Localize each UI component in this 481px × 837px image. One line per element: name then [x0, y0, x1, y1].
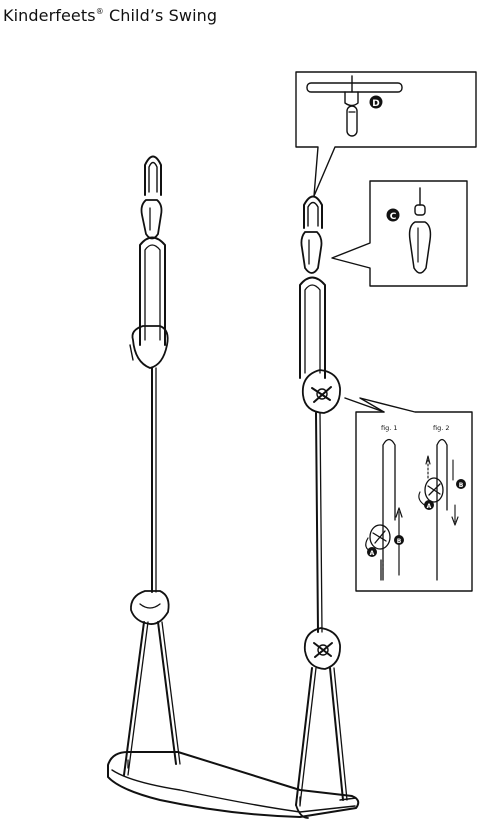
- right-bottom-adjuster: [303, 627, 341, 670]
- fig2-badge-a: [424, 500, 434, 510]
- left-rope-assembly: [123, 155, 181, 776]
- fig1-label-b: B: [397, 538, 402, 545]
- right-rope-assembly: [295, 195, 348, 806]
- fig2-drawing: A B: [418, 438, 466, 581]
- fig1-badge-a: [367, 547, 377, 557]
- page-title: Kinderfeets® Child’s Swing: [3, 6, 217, 25]
- branch-bar: [306, 82, 403, 93]
- left-bottom-adjuster: [130, 590, 170, 625]
- fig2-label-a: A: [427, 503, 432, 510]
- brand-name: Kinderfeets: [3, 6, 96, 25]
- fig2-label-b: B: [459, 482, 464, 489]
- fig1-drawing: A B: [365, 438, 404, 581]
- fig1-label: fig. 1: [381, 424, 398, 432]
- swing-seat: [107, 751, 360, 819]
- fig2-label: fig. 2: [433, 424, 450, 432]
- fig1-label-a: A: [370, 550, 375, 557]
- left-top-adjuster: [131, 325, 169, 369]
- callout-d-label: D: [372, 99, 379, 109]
- left-carabiner: [140, 199, 163, 240]
- fig2-badge-b: [456, 479, 466, 489]
- callout-c-label: C: [390, 212, 397, 222]
- callout-d-badge: [369, 95, 383, 109]
- callout-c-panel: C: [331, 180, 468, 287]
- callout-c-badge: [386, 208, 400, 222]
- carabiner-c: [408, 221, 432, 274]
- carabiner-d: [346, 105, 358, 137]
- right-top-adjuster: [301, 369, 341, 414]
- callout-adjuster-panel: fig. 1 fig. 2 A B: [344, 397, 473, 592]
- product-name: Child’s Swing: [103, 6, 218, 25]
- registered-mark: ®: [95, 7, 104, 16]
- callout-d-panel: D: [295, 71, 477, 197]
- fig1-badge-b: [394, 535, 404, 545]
- right-carabiner: [300, 231, 323, 274]
